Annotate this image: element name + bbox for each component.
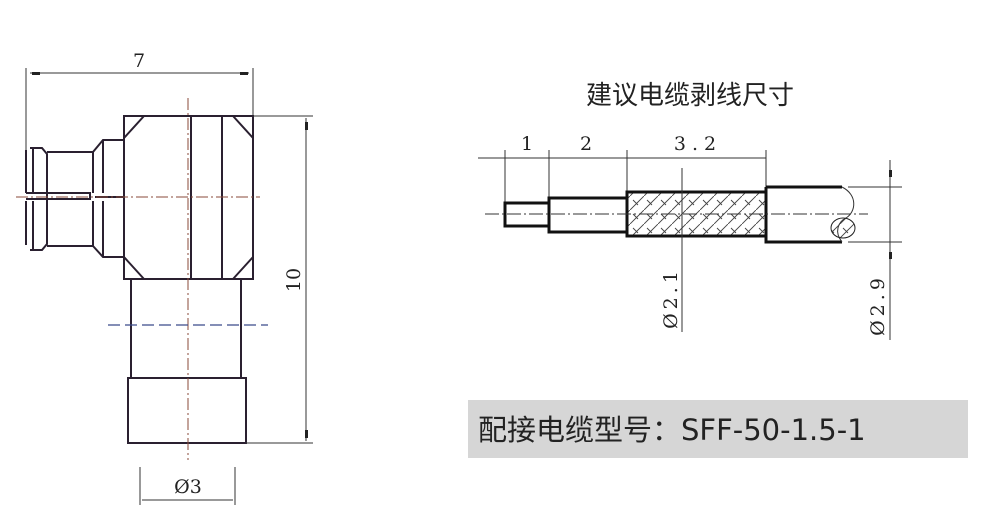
cable-model-text: 配接电缆型号：SFF-50-1.5-1 xyxy=(478,413,866,447)
caption-background xyxy=(468,400,968,458)
width-dimension: 7 xyxy=(25,50,254,150)
strip-dim-label: 3.2 xyxy=(674,133,722,155)
height-dimension: 10 xyxy=(246,115,313,444)
strip-drawing-title: 建议电缆剥线尺寸 xyxy=(586,81,794,111)
diameter-dimension: Ø3 xyxy=(139,467,236,505)
strip-drawing: 建议电缆剥线尺寸 1 2 3.2 Ø2.1 Ø2.9 xyxy=(478,81,902,340)
width-dimension-label: 7 xyxy=(133,50,145,72)
cable-caption: 配接电缆型号：SFF-50-1.5-1 xyxy=(468,400,968,458)
braid-diameter-label: Ø2.1 xyxy=(660,267,682,329)
height-dimension-label: 10 xyxy=(283,268,305,292)
strip-dim-label: 2 xyxy=(580,133,596,155)
strip-dim-label: 1 xyxy=(521,133,533,155)
diameter-dimension-label: Ø3 xyxy=(174,476,202,498)
dielectric xyxy=(547,196,629,234)
connector-drawing: 7 10 xyxy=(16,50,313,505)
cable-jacket xyxy=(764,185,842,244)
connector-pin xyxy=(25,139,124,258)
cable-section xyxy=(830,217,856,239)
jacket-diameter-label: Ø2.9 xyxy=(867,274,889,336)
